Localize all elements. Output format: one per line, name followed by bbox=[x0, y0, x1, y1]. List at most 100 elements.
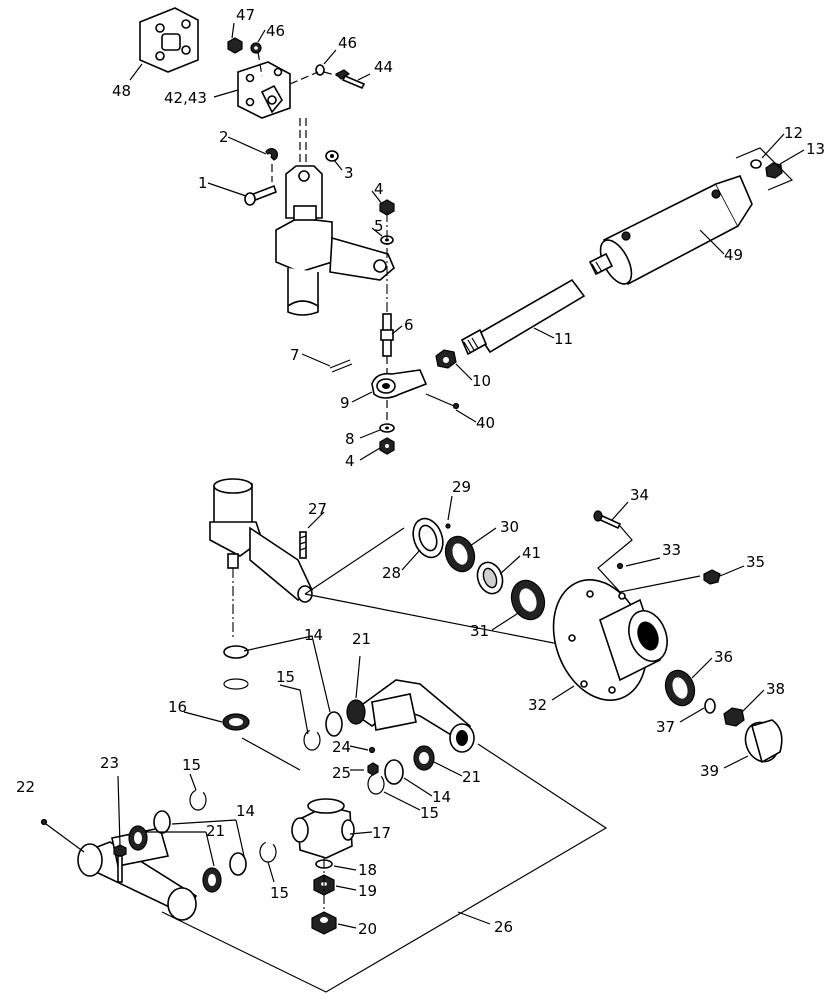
pin-12 bbox=[750, 159, 762, 169]
plug-33 bbox=[616, 562, 624, 570]
dust-cap-39 bbox=[744, 719, 783, 764]
callout-22: 22 bbox=[16, 778, 35, 796]
callout-28: 28 bbox=[382, 564, 401, 582]
callout-29: 29 bbox=[452, 478, 471, 496]
callout-31: 31 bbox=[470, 622, 489, 640]
nut-47 bbox=[227, 37, 243, 54]
callout-7: 7 bbox=[290, 346, 300, 364]
hydraulic-cylinder-49 bbox=[588, 175, 753, 286]
callout-19: 19 bbox=[358, 882, 377, 900]
callout-37: 37 bbox=[656, 718, 675, 736]
callout-35: 35 bbox=[746, 553, 765, 571]
snap-ring-15-b bbox=[303, 729, 321, 751]
washer-37 bbox=[704, 698, 716, 714]
clip-2 bbox=[265, 148, 278, 161]
callout-27: 27 bbox=[308, 500, 327, 518]
callout-21: 21 bbox=[462, 768, 481, 786]
callout-6: 6 bbox=[404, 316, 414, 334]
snap-ring-15-d bbox=[189, 789, 207, 811]
bearing-cup-41 bbox=[476, 561, 504, 595]
washer-14-left bbox=[153, 810, 171, 834]
leader-lines bbox=[117, 22, 805, 929]
callout-46: 46 bbox=[338, 34, 357, 52]
bushing-21-mid bbox=[413, 745, 435, 771]
callout-11: 11 bbox=[554, 330, 573, 348]
callout-labels: 47 46 46 44 48 42,43 2 3 1 4 5 6 7 10 9 … bbox=[16, 6, 825, 938]
seal-16 bbox=[222, 713, 250, 731]
callout-13: 13 bbox=[806, 140, 825, 158]
callout-39: 39 bbox=[700, 762, 719, 780]
callout-4: 4 bbox=[374, 180, 384, 198]
washer-14-lower bbox=[229, 852, 247, 876]
bushing-21-left bbox=[128, 825, 148, 851]
callout-33: 33 bbox=[662, 541, 681, 559]
callout-34: 34 bbox=[630, 486, 649, 504]
assembly-line bbox=[289, 71, 339, 85]
nut-25 bbox=[367, 762, 379, 776]
callout-24: 24 bbox=[332, 738, 351, 756]
grease-fitting-24 bbox=[368, 746, 376, 754]
callout-2: 2 bbox=[219, 128, 229, 146]
callout-44: 44 bbox=[374, 58, 393, 76]
upper-arm-26 bbox=[350, 679, 475, 753]
callout-4: 4 bbox=[345, 452, 355, 470]
callout-12: 12 bbox=[784, 124, 803, 142]
snap-ring-15-e bbox=[259, 841, 277, 863]
jam-nut-10 bbox=[435, 349, 457, 369]
snap-ring-15-c bbox=[367, 773, 385, 795]
assembly-line bbox=[597, 525, 701, 593]
callout-32: 32 bbox=[528, 696, 547, 714]
washer-46a bbox=[250, 42, 262, 54]
assembly-line bbox=[735, 147, 794, 191]
assembly-line bbox=[241, 737, 301, 771]
callout-36: 36 bbox=[714, 648, 733, 666]
plug-29 bbox=[445, 523, 451, 529]
callout-23: 23 bbox=[100, 754, 119, 772]
callout-1: 1 bbox=[198, 174, 208, 192]
callout-5: 5 bbox=[374, 217, 384, 235]
callout-30: 30 bbox=[500, 518, 519, 536]
mounting-bracket-42-43 bbox=[237, 61, 291, 119]
stud-27 bbox=[299, 531, 307, 559]
callout-16: 16 bbox=[168, 698, 187, 716]
nut-13 bbox=[765, 162, 783, 179]
callout-21: 21 bbox=[206, 822, 225, 840]
callout-10: 10 bbox=[472, 372, 491, 390]
nut-4-bottom bbox=[379, 437, 395, 455]
spindle-nut-38 bbox=[723, 707, 745, 727]
washer-46b bbox=[315, 64, 325, 76]
bolt-44 bbox=[334, 69, 366, 90]
callout-48: 48 bbox=[112, 82, 131, 100]
washer-3 bbox=[325, 150, 339, 162]
callout-14: 14 bbox=[236, 802, 255, 820]
callout-40: 40 bbox=[476, 414, 495, 432]
hub-32 bbox=[552, 579, 668, 701]
spindle-knuckle bbox=[209, 478, 314, 603]
callout-15: 15 bbox=[276, 668, 295, 686]
bushing-21-lower bbox=[202, 867, 222, 893]
steering-column-arm bbox=[275, 165, 395, 316]
cotter-pin-7 bbox=[329, 359, 353, 373]
castle-nut-20 bbox=[311, 911, 337, 935]
stud-6 bbox=[380, 313, 394, 357]
washer-14-mid bbox=[384, 759, 404, 785]
callout-47: 47 bbox=[236, 6, 255, 24]
callout-8: 8 bbox=[345, 430, 355, 448]
assembly-line bbox=[45, 823, 85, 853]
center-body-17 bbox=[291, 798, 355, 859]
callout-42-43: 42,43 bbox=[164, 89, 207, 107]
callout-25: 25 bbox=[332, 764, 351, 782]
snap-ring-15-a bbox=[223, 678, 249, 690]
callout-9: 9 bbox=[340, 394, 350, 412]
bushing-21-upper bbox=[346, 699, 366, 725]
callout-14: 14 bbox=[432, 788, 451, 806]
assembly-line bbox=[257, 51, 263, 77]
bearing-36 bbox=[664, 669, 696, 707]
washer-8 bbox=[379, 423, 395, 433]
callout-21: 21 bbox=[352, 630, 371, 648]
nut-4-top bbox=[379, 199, 395, 216]
callout-41: 41 bbox=[522, 544, 541, 562]
callout-3: 3 bbox=[344, 164, 354, 182]
bearing-cone-30 bbox=[444, 535, 476, 573]
